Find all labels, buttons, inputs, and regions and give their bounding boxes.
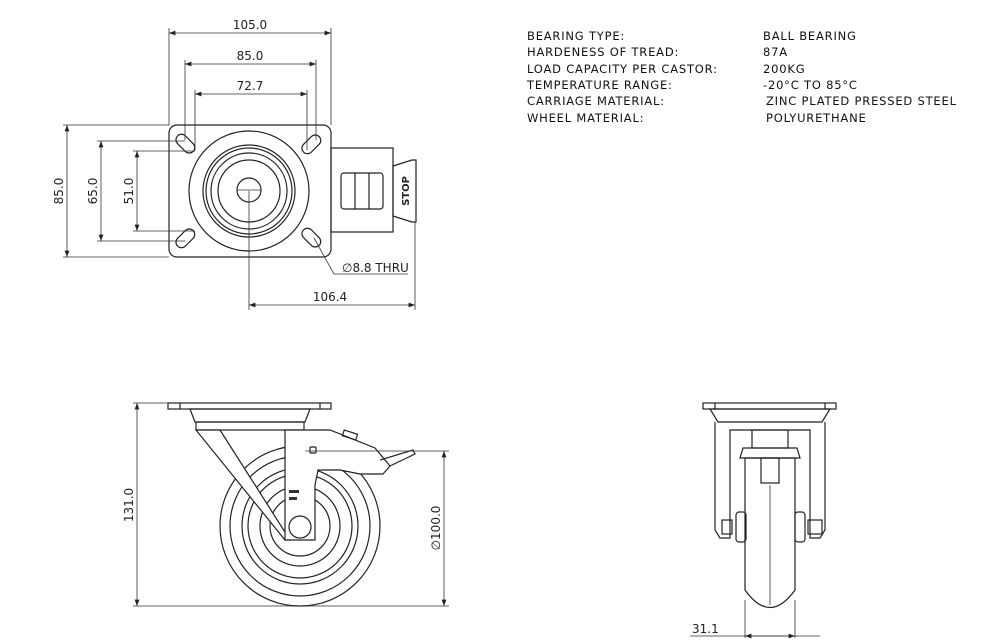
- side-view: 131.0 ∅100.0: [122, 402, 449, 607]
- front-view: 31.1: [690, 402, 837, 639]
- dim-hole-span-inner-y: 51.0: [122, 178, 136, 205]
- spec-value: -20°C TO 85°C: [763, 78, 858, 92]
- hole-note: ∅8.8 THRU: [342, 261, 409, 275]
- mounting-slots: [175, 133, 322, 249]
- spec-value: POLYURETHANE: [766, 111, 867, 125]
- dim-overall-height: 131.0: [122, 488, 136, 522]
- spec-value: 87A: [763, 45, 788, 59]
- top-view: STOP 105.0 85.0 72.7 85.0 65.0 51.0 ∅8.8…: [52, 18, 417, 310]
- axle: [288, 515, 312, 539]
- dim-wheel-width: 31.1: [692, 622, 719, 636]
- spec-label: LOAD CAPACITY PER CASTOR:: [527, 62, 718, 76]
- spec-label: BEARING TYPE:: [527, 29, 625, 43]
- spec-label: WHEEL MATERIAL:: [527, 111, 644, 125]
- dim-plate-height: 85.0: [52, 178, 66, 205]
- spec-value: BALL BEARING: [763, 29, 857, 43]
- dim-hole-span-outer-x: 85.0: [237, 49, 264, 63]
- front-wheel: [744, 457, 796, 608]
- brake-grip: [340, 172, 384, 210]
- dim-hole-span-inner-x: 72.7: [237, 79, 264, 93]
- fork: [284, 429, 391, 541]
- spec-value: 200KG: [763, 62, 805, 76]
- spec-value: ZINC PLATED PRESSED STEEL: [766, 94, 957, 108]
- spec-label: TEMPERATURE RANGE:: [526, 78, 673, 92]
- dim-hole-span-outer-y: 65.0: [86, 178, 100, 205]
- spec-label: CARRIAGE MATERIAL:: [527, 94, 665, 108]
- pedal-stop-label: STOP: [401, 176, 412, 206]
- dim-wheel-diameter: ∅100.0: [429, 506, 443, 551]
- spec-label: HARDENESS OF TREAD:: [527, 45, 679, 59]
- dim-plate-width: 105.0: [233, 18, 267, 32]
- dim-brake-offset: 106.4: [313, 290, 347, 304]
- spec-table: BEARING TYPE: BALL BEARING HARDENESS OF …: [526, 29, 957, 125]
- brake-pedal: [392, 159, 417, 223]
- brake-housing: [330, 147, 394, 233]
